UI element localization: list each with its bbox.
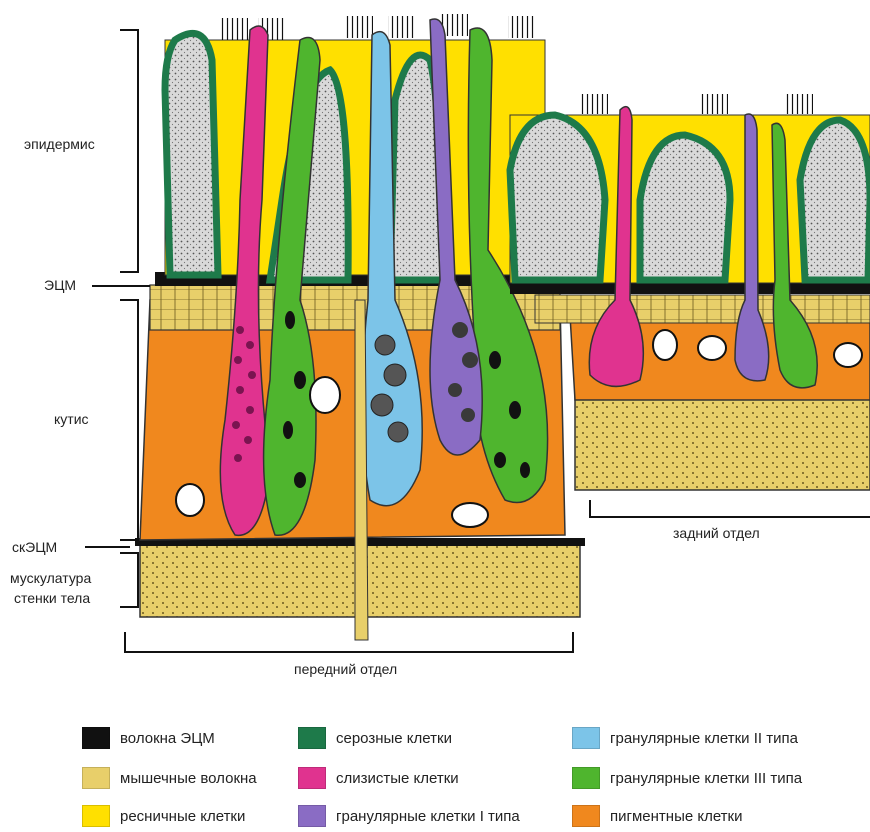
legend-label: гранулярные клетки II типа <box>610 730 798 747</box>
legend-swatch <box>298 727 326 749</box>
legend-label: гранулярные клетки III типа <box>610 770 802 787</box>
posterior-muscle-band <box>535 295 870 323</box>
serous-cell-1 <box>165 33 218 275</box>
epidermis-bracket <box>120 30 138 272</box>
legend-swatch <box>82 805 110 827</box>
muscle-bracket <box>120 553 138 607</box>
posterior-muscle-layer <box>575 395 870 490</box>
skecm-label: скЭЦМ <box>12 539 57 555</box>
cutis-bracket <box>120 300 138 540</box>
legend-swatch <box>82 727 110 749</box>
legend-swatch <box>298 767 326 789</box>
legend-swatch <box>298 805 326 827</box>
posterior-serous-cell-3 <box>800 120 870 280</box>
legend-label: гранулярные клетки I типа <box>336 808 520 825</box>
cutis-label: кутис <box>54 411 89 427</box>
legend-swatch <box>82 767 110 789</box>
muscle-label-line1: мускулатура <box>10 570 91 586</box>
posterior-label: задний отдел <box>673 525 760 541</box>
legend-item-ecm-fibers: волокна ЭЦМ <box>82 727 215 749</box>
legend-swatch <box>572 767 600 789</box>
anterior-bracket <box>125 632 573 652</box>
legend-item-granular-i: гранулярные клетки I типа <box>298 805 520 827</box>
epidermis-label: эпидермис <box>24 136 95 152</box>
legend-swatch <box>572 727 600 749</box>
legend-item-serous: серозные клетки <box>298 727 452 749</box>
legend-label: ресничные клетки <box>120 808 245 825</box>
legend-swatch <box>572 805 600 827</box>
legend-label: мышечные волокна <box>120 770 257 787</box>
muscle-label-line2: стенки тела <box>14 590 90 606</box>
legend-item-mucous: слизистые клетки <box>298 767 459 789</box>
legend-item-granular-iii: гранулярные клетки III типа <box>572 767 802 789</box>
legend-label: волокна ЭЦМ <box>120 730 215 747</box>
posterior-bracket <box>590 500 870 517</box>
legend-item-granular-ii: гранулярные клетки II типа <box>572 727 798 749</box>
anterior-label: передний отдел <box>294 661 397 677</box>
posterior-serous-cell-2 <box>640 135 730 280</box>
histology-diagram <box>0 0 870 700</box>
legend-item-ciliated: ресничные клетки <box>82 805 245 827</box>
posterior-serous-cell-1 <box>510 115 605 280</box>
legend-label: слизистые клетки <box>336 770 459 787</box>
legend-item-pigment: пигментные клетки <box>572 805 743 827</box>
legend-label: серозные клетки <box>336 730 452 747</box>
legend-item-muscle: мышечные волокна <box>82 767 257 789</box>
ecm-label: ЭЦМ <box>44 277 76 293</box>
legend-label: пигментные клетки <box>610 808 743 825</box>
